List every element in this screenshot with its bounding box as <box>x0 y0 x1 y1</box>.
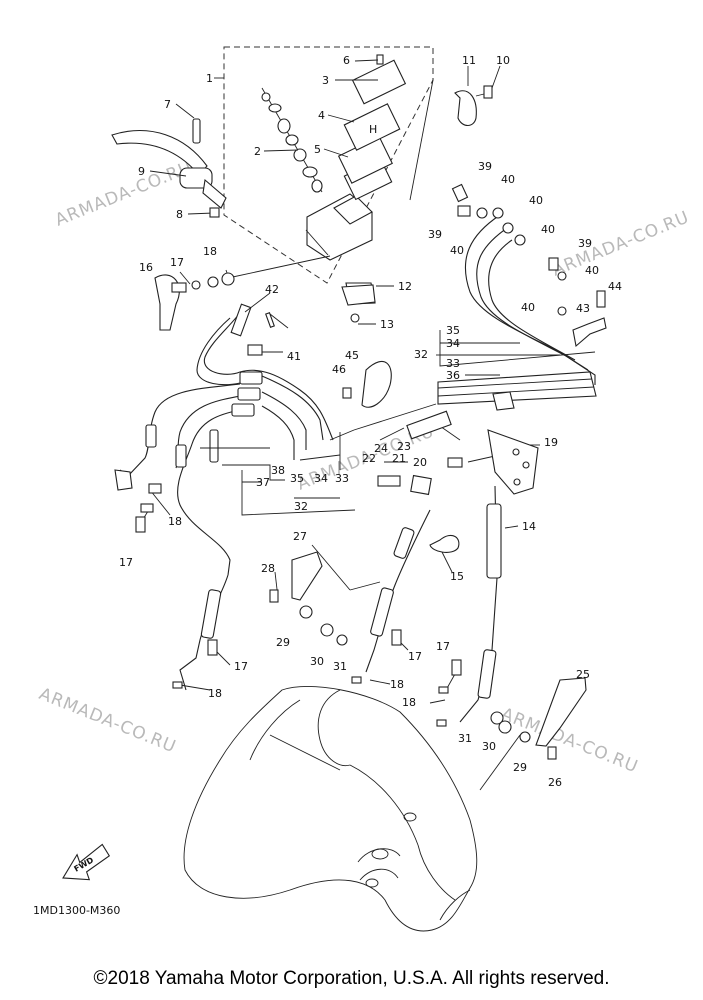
brake-hoses-left <box>114 303 334 576</box>
callout: 17 <box>119 556 133 569</box>
callout: 30 <box>310 655 324 668</box>
watermarks: ARMADA-CO.RU ARMADA-CO.RU ARMADA-CO.RU A… <box>36 157 692 777</box>
callout: 18 <box>402 696 416 709</box>
callout: 17 <box>170 256 184 269</box>
callout: 43 <box>576 302 590 315</box>
callout: 40 <box>450 244 464 257</box>
master-cylinder-assembly-outline <box>223 46 434 284</box>
callout: 26 <box>548 776 562 789</box>
callout: 17 <box>408 650 422 663</box>
callout: 29 <box>276 636 290 649</box>
callout: 19 <box>544 436 558 449</box>
callout: 39 <box>428 228 442 241</box>
callout: 45 <box>345 349 359 362</box>
callout: 39 <box>478 160 492 173</box>
callout: 34 <box>446 337 460 350</box>
callout: 25 <box>576 668 590 681</box>
callout: 33 <box>446 357 460 370</box>
callout: 17 <box>234 660 248 673</box>
callout: 18 <box>203 245 217 258</box>
callout: 33 <box>335 472 349 485</box>
callout: 5 <box>314 143 321 156</box>
callout: 1 <box>206 72 213 85</box>
callout: 9 <box>138 165 145 178</box>
callout: 10 <box>496 54 510 67</box>
callout: 17 <box>436 640 450 653</box>
front-fender <box>183 685 478 932</box>
callout: 20 <box>413 456 427 469</box>
callout: 40 <box>529 194 543 207</box>
callout: 28 <box>261 562 275 575</box>
callout: 30 <box>482 740 496 753</box>
fwd-arrow-icon: FWD <box>62 843 111 881</box>
callout: 18 <box>168 515 182 528</box>
callout: 44 <box>608 280 622 293</box>
brake-pipes-right <box>437 214 607 411</box>
callout: 40 <box>501 173 515 186</box>
callout: 34 <box>314 472 328 485</box>
callout: 2 <box>254 145 261 158</box>
callout: 38 <box>271 464 285 477</box>
callout: 27 <box>293 530 307 543</box>
callout: 4 <box>318 109 325 122</box>
watermark: ARMADA-CO.RU <box>36 684 179 757</box>
piston-kit <box>261 87 323 193</box>
copyright-notice: ©2018 Yamaha Motor Corporation, U.S.A. A… <box>93 968 610 989</box>
front-hoses-lower <box>172 485 587 760</box>
callout: 32 <box>414 348 428 361</box>
callout: 6 <box>343 54 350 67</box>
callout: 39 <box>578 237 592 250</box>
callout: 8 <box>176 208 183 221</box>
callout: 32 <box>294 500 308 513</box>
callout: 22 <box>362 452 376 465</box>
diagram-code: 1MD1300-M360 <box>33 904 120 917</box>
callout: 31 <box>458 732 472 745</box>
callout: 40 <box>541 223 555 236</box>
callout: 31 <box>333 660 347 673</box>
master-cylinder: H <box>306 54 407 323</box>
callout: 46 <box>332 363 346 376</box>
callout: 16 <box>139 261 153 274</box>
callout: 35 <box>290 472 304 485</box>
watermark: ARMADA-CO.RU <box>549 207 692 280</box>
callout: 11 <box>462 54 476 67</box>
callout: 41 <box>287 350 301 363</box>
callout: 36 <box>446 369 460 382</box>
callout: 18 <box>390 678 404 691</box>
leader-lines <box>139 59 596 791</box>
watermark: ARMADA-CO.RU <box>52 157 195 230</box>
callout: 23 <box>397 440 411 453</box>
callout: 18 <box>208 687 222 700</box>
callout: 42 <box>265 283 279 296</box>
callout: 40 <box>521 301 535 314</box>
callout: 40 <box>585 264 599 277</box>
callout: 7 <box>164 98 171 111</box>
callout: 3 <box>322 74 329 87</box>
callout: 35 <box>446 324 460 337</box>
callout: 24 <box>374 442 388 455</box>
callout: 29 <box>513 761 527 774</box>
callout: 14 <box>522 520 536 533</box>
clamp <box>454 85 493 127</box>
callout: 21 <box>392 452 406 465</box>
svg-text:H: H <box>369 123 377 136</box>
callout: 15 <box>450 570 464 583</box>
callouts: 1 2 3 4 5 6 7 8 9 10 11 12 13 14 15 16 1… <box>119 54 622 789</box>
callout: 12 <box>398 280 412 293</box>
callout: 13 <box>380 318 394 331</box>
callout: 37 <box>256 476 270 489</box>
hardware <box>135 183 567 553</box>
brake-lever <box>111 118 227 209</box>
brake-switch <box>341 284 376 306</box>
